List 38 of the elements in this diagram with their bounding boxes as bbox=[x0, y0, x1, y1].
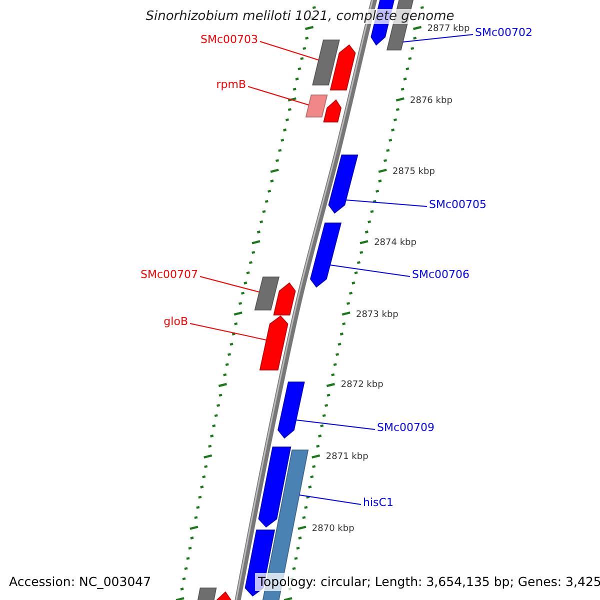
leader-line bbox=[346, 200, 428, 207]
gene-block bbox=[305, 94, 328, 118]
gene-label: SMc00702 bbox=[475, 26, 533, 39]
tick-label: 2877 kbp bbox=[427, 24, 470, 35]
tick-label: 2874 kbp bbox=[374, 238, 416, 249]
gene-feature bbox=[214, 591, 232, 600]
leader-line bbox=[402, 34, 474, 42]
gene-label: SMc00707 bbox=[140, 268, 198, 281]
leader-line bbox=[260, 41, 320, 60]
gene-label: gloB bbox=[164, 315, 188, 328]
gene-feature bbox=[328, 154, 358, 214]
gene-label: SMc00709 bbox=[377, 421, 435, 434]
gene-block bbox=[195, 588, 217, 600]
leader-line bbox=[190, 323, 267, 340]
gene-feature bbox=[323, 99, 342, 122]
tick-label: 2875 kbp bbox=[392, 167, 435, 178]
leader-line bbox=[200, 276, 260, 292]
gene-label: rpmB bbox=[216, 78, 246, 91]
gene-feature bbox=[278, 382, 305, 439]
tick-label: 2876 kbp bbox=[410, 96, 452, 107]
gene-feature bbox=[310, 222, 342, 288]
gene-label: hisC1 bbox=[363, 496, 394, 509]
tick-label: 2870 kbp bbox=[312, 524, 354, 535]
gene-feature bbox=[273, 282, 296, 316]
leader-line bbox=[330, 264, 410, 277]
gene-feature bbox=[330, 44, 356, 90]
gene-label: SMc00706 bbox=[412, 268, 470, 281]
tick-label: 2872 kbp bbox=[340, 380, 384, 391]
gene-label: SMc00705 bbox=[429, 198, 487, 211]
leader-line bbox=[248, 86, 310, 106]
gene-feature bbox=[258, 446, 292, 528]
gene-block bbox=[254, 276, 280, 310]
gene-label: SMc00703 bbox=[200, 33, 258, 46]
info-text: Topology: circular; Length: 3,654,135 bp; Genes: 3,425 bbox=[255, 573, 600, 591]
tick-label: 2873 kbp bbox=[356, 310, 398, 321]
leader-line bbox=[296, 420, 376, 430]
tick-label: 2871 kbp bbox=[326, 452, 368, 463]
gene-block bbox=[312, 40, 340, 86]
